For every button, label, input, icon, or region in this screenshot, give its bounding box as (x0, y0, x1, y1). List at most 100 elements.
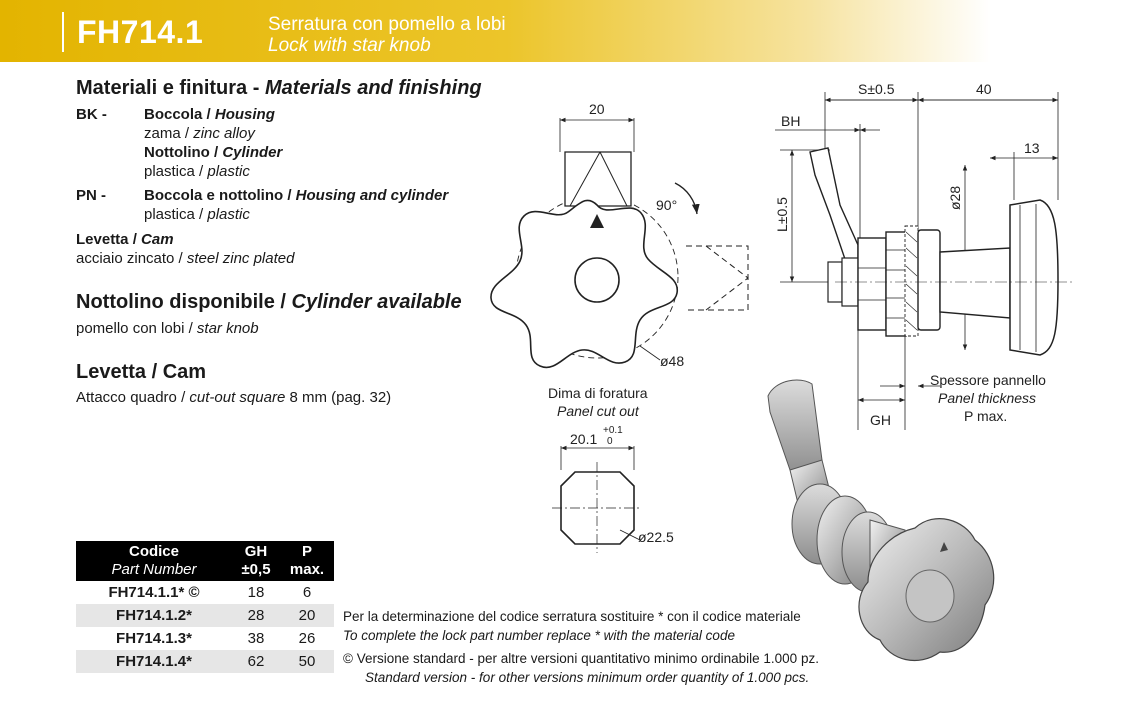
rotation-label: 90° (656, 197, 677, 213)
cylinder-desc: pomello con lobi / star knob (76, 320, 259, 337)
note-line-1: Per la determinazione del codice serratu… (343, 609, 801, 624)
product-title-en: Lock with star knob (268, 35, 431, 56)
side-s-label: S±0.5 (858, 81, 895, 97)
pn-material: plastica / plastic (144, 206, 250, 223)
materials-heading-it: Materiali e finitura - (76, 77, 265, 99)
cam-desc: Attacco quadro / cut-out square 8 mm (pa… (76, 389, 391, 406)
pn-material-it: plastica / (144, 206, 208, 223)
row-code: FH714.1.2* (76, 604, 232, 627)
diameter-leader (639, 345, 661, 361)
cam-material-label-it: Levetta / (76, 231, 142, 248)
row-code: FH714.1.4* (76, 650, 232, 673)
bk-housing-en: Housing (214, 106, 275, 123)
front-view (490, 117, 749, 369)
header-divider (62, 12, 64, 52)
product-code: FH714.1 (77, 14, 204, 50)
pn-housing-cylinder: Boccola e nottolino / Housing and cylind… (144, 187, 448, 204)
row-p: 20 (280, 604, 334, 627)
cutout-tol-plus: +0.1 (603, 425, 623, 436)
panel-thickness-it: Spessore pannello (930, 372, 1046, 388)
bk-cylinder-it: Nottolino / (144, 144, 223, 161)
bk-housing-material-en: zinc alloy (193, 125, 255, 142)
cylinder-heading: Nottolino disponibile / Cylinder availab… (76, 291, 462, 314)
cylinder-heading-it: Nottolino disponibile / (76, 291, 292, 313)
note-line-3: © Versione standard - per altre versioni… (343, 651, 819, 666)
side-40-label: 40 (976, 81, 992, 97)
col-part-number-en: Part Number (111, 561, 197, 578)
cam-material: acciaio zincato / steel zinc plated (76, 250, 294, 267)
cam-rotated-dashed (686, 245, 749, 311)
knob-arrow-mark (590, 214, 604, 228)
row-p: 6 (302, 584, 312, 601)
cutout-drawing (552, 445, 642, 553)
diameter-label: ø48 (660, 353, 684, 369)
render-knob-arrow (940, 542, 948, 552)
render-cam-lever (767, 379, 823, 476)
bk-cylinder-material: plastica / plastic (144, 163, 250, 180)
row-gh: 38 (247, 630, 265, 647)
table-row: FH714.1.3* 38 26 (76, 627, 334, 650)
cam-desc-en: cut-out square (189, 389, 286, 406)
table-row: FH714.1.4* 62 50 (76, 650, 334, 673)
cylinder-desc-en: star knob (196, 320, 259, 337)
product-title-it: Serratura con pomello a lobi (268, 14, 506, 35)
render-knob-center (905, 569, 955, 623)
pn-material-en: plastic (207, 206, 250, 223)
side-bh-label: BH (781, 113, 800, 129)
pn-housing-cylinder-en: Housing and cylinder (295, 187, 449, 204)
side-gh-label: GH (870, 412, 891, 428)
side-view (775, 92, 1075, 430)
knob-stem (939, 247, 1011, 319)
cutout-title-en: Panel cut out (557, 403, 640, 419)
panel-p-max: P max. (964, 408, 1007, 424)
col-p-max: P max. (280, 541, 334, 581)
cam-material-it: acciaio zincato / (76, 250, 187, 267)
col-gh-tol: ±0,5 (241, 561, 271, 578)
materials-heading: Materiali e finitura - Materials and fin… (76, 77, 482, 100)
materials-heading-en: Materials and finishing (264, 77, 482, 99)
bk-cylinder-material-it: plastica / (144, 163, 208, 180)
knob-center-hole (574, 257, 620, 303)
housing-flange (917, 229, 941, 331)
bk-housing-material-it: zama / (144, 125, 194, 142)
cylinder-desc-it: pomello con lobi / (76, 320, 197, 337)
cutout-title-it: Dima di foratura (548, 385, 648, 401)
cutout-diam-leader (619, 529, 641, 541)
col-part-number-it: Codice (128, 543, 179, 560)
knob-side (1009, 199, 1059, 356)
row-gh: 62 (232, 650, 280, 673)
cam-material-label: Levetta / Cam (76, 231, 174, 248)
bk-cylinder-material-en: plastic (207, 163, 250, 180)
row-code: FH714.1.3* (116, 630, 192, 647)
header-banner (0, 0, 1126, 62)
panel-hatch (905, 231, 918, 331)
cutout-diameter-label: ø22.5 (638, 529, 674, 545)
housing-nut (857, 237, 887, 331)
cam-lever-side (809, 147, 859, 269)
bk-cylinder: Nottolino / Cylinder (144, 144, 282, 161)
cam-material-en: steel zinc plated (186, 250, 295, 267)
table-row: FH714.1.2* 28 20 (76, 604, 334, 627)
cutout-shape (560, 471, 635, 545)
note-line-4: Standard version - for other versions mi… (365, 670, 810, 685)
pn-code: PN - (76, 187, 106, 204)
housing-thread (885, 231, 907, 337)
table-row: FH714.1.1* © 18 6 (76, 581, 334, 604)
cutout-width-label: 20.1 (570, 431, 597, 447)
note-line-2: To complete the lock part number replace… (343, 628, 735, 643)
rotation-arrow (674, 182, 700, 215)
cam-lever-lines (569, 151, 628, 207)
col-gh: GH ±0,5 (232, 541, 280, 581)
pn-housing-cylinder-it: Boccola e nottolino / (144, 187, 296, 204)
cylinder-heading-en: Cylinder available (291, 291, 462, 313)
col-gh-label: GH (244, 543, 268, 560)
side-l-label: L±0.5 (774, 197, 790, 232)
bk-housing-material: zama / zinc alloy (144, 125, 255, 142)
front-width-label: 20 (589, 101, 605, 117)
product-render (767, 379, 995, 662)
panel-section (904, 225, 919, 337)
cam-rotated-lines (705, 245, 749, 311)
row-gh: 28 (232, 604, 280, 627)
bk-cylinder-en: Cylinder (222, 144, 283, 161)
